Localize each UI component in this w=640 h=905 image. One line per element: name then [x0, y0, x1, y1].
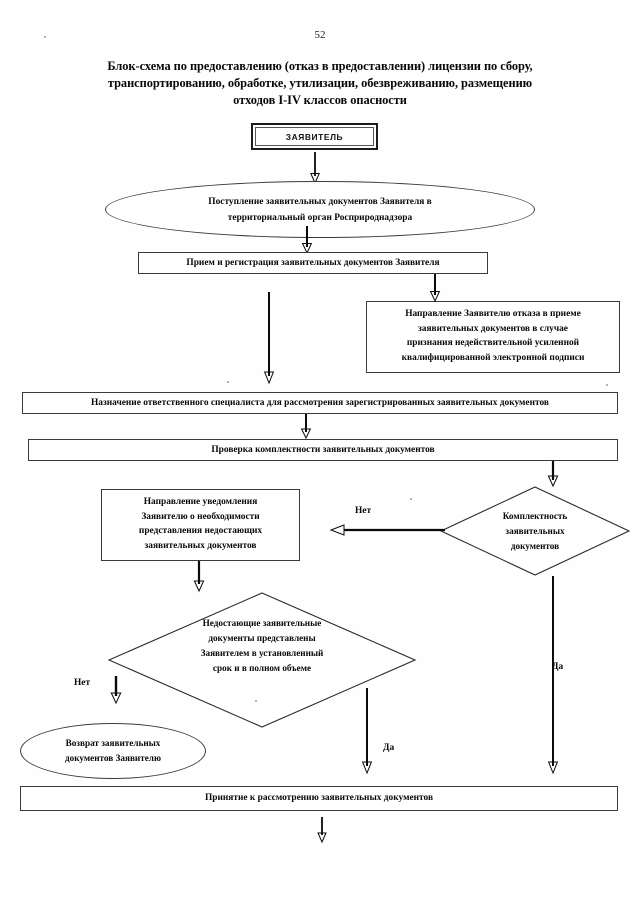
node-incoming-line-1: Поступление заявительных документов Заяв…	[208, 196, 432, 207]
node-refusal-notice: Направление Заявителю отказа в приеме за…	[366, 301, 620, 373]
node-assign-specialist-label: Назначение ответственного специалиста дл…	[90, 397, 549, 408]
scan-speckle	[606, 384, 608, 386]
node-notification-line-1: Направление уведомления	[143, 497, 258, 507]
connector-accept-to-next-page	[317, 817, 327, 844]
connector-missing-yes	[361, 688, 373, 775]
node-completeness-decision: Комплектность заявительных документов	[439, 486, 631, 576]
connector-registration-to-assign	[263, 292, 275, 385]
node-notification: Направление уведомления Заявителю о необ…	[101, 489, 300, 561]
connector-notification-to-missing-decision	[193, 561, 205, 593]
node-accept-for-review-label: Принятие к рассмотрению заявительных док…	[204, 793, 434, 804]
connector-check-to-completeness-decision	[547, 461, 559, 488]
node-completeness-check-label: Проверка комплектности заявительных доку…	[211, 444, 435, 455]
edge-label-completeness-yes: Да	[552, 662, 564, 672]
node-incoming-documents: Поступление заявительных документов Заяв…	[105, 181, 535, 238]
scan-speckle	[227, 381, 229, 383]
connector-completeness-no	[329, 524, 445, 536]
page-number: 52	[314, 29, 326, 41]
node-completeness-check: Проверка комплектности заявительных доку…	[28, 439, 618, 461]
scan-speckle	[410, 498, 412, 500]
node-return-documents: Возврат заявительных документов Заявител…	[20, 723, 206, 779]
node-return-line-2: документов Заявителю	[65, 753, 161, 763]
connector-assign-to-check	[300, 414, 312, 440]
node-refusal-line-4: квалифицированной электронной подписи	[401, 352, 585, 363]
edge-label-missing-yes: Да	[383, 743, 395, 753]
edge-label-missing-no: Нет	[74, 678, 91, 688]
edge-label-completeness-no: Нет	[355, 506, 372, 516]
connector-applicant-to-incoming	[310, 152, 320, 185]
connector-registration-to-refusal	[429, 274, 441, 303]
connector-missing-no	[110, 676, 122, 705]
node-notification-line-2: Заявителю о необходимости	[141, 511, 260, 522]
connector-completeness-yes	[547, 576, 559, 775]
node-applicant-label: ЗАЯВИТЕЛЬ	[255, 127, 374, 146]
node-accept-for-review: Принятие к рассмотрению заявительных док…	[20, 786, 618, 811]
node-refusal-line-1: Направление Заявителю отказа в приеме	[405, 309, 581, 319]
node-return-line-1: Возврат заявительных	[65, 738, 161, 748]
title-line-3: отходов I-IV классов опасности	[233, 93, 407, 107]
node-registration-label: Прием и регистрация заявительных докумен…	[186, 257, 440, 268]
scan-speckle	[255, 700, 257, 702]
node-refusal-line-2: заявительных документов в случае	[418, 323, 568, 334]
title-line-2: транспортированию, обработке, утилизации…	[107, 76, 533, 90]
node-notification-line-3: представления недостающих	[138, 526, 263, 536]
node-applicant: ЗАЯВИТЕЛЬ	[251, 123, 378, 150]
node-refusal-line-3: признания недействительной усиленной	[406, 338, 580, 348]
node-incoming-line-2: территориальный орган Росприроднадзора	[227, 212, 413, 223]
node-registration: Прием и регистрация заявительных докумен…	[138, 252, 488, 274]
node-assign-specialist: Назначение ответственного специалиста дл…	[22, 392, 618, 414]
scan-speckle	[44, 36, 46, 38]
connector-incoming-to-registration	[301, 226, 313, 255]
title-line-1: Блок-схема по предоставлению (отказ в пр…	[107, 59, 533, 73]
node-notification-line-4: заявительных документов	[144, 540, 257, 551]
